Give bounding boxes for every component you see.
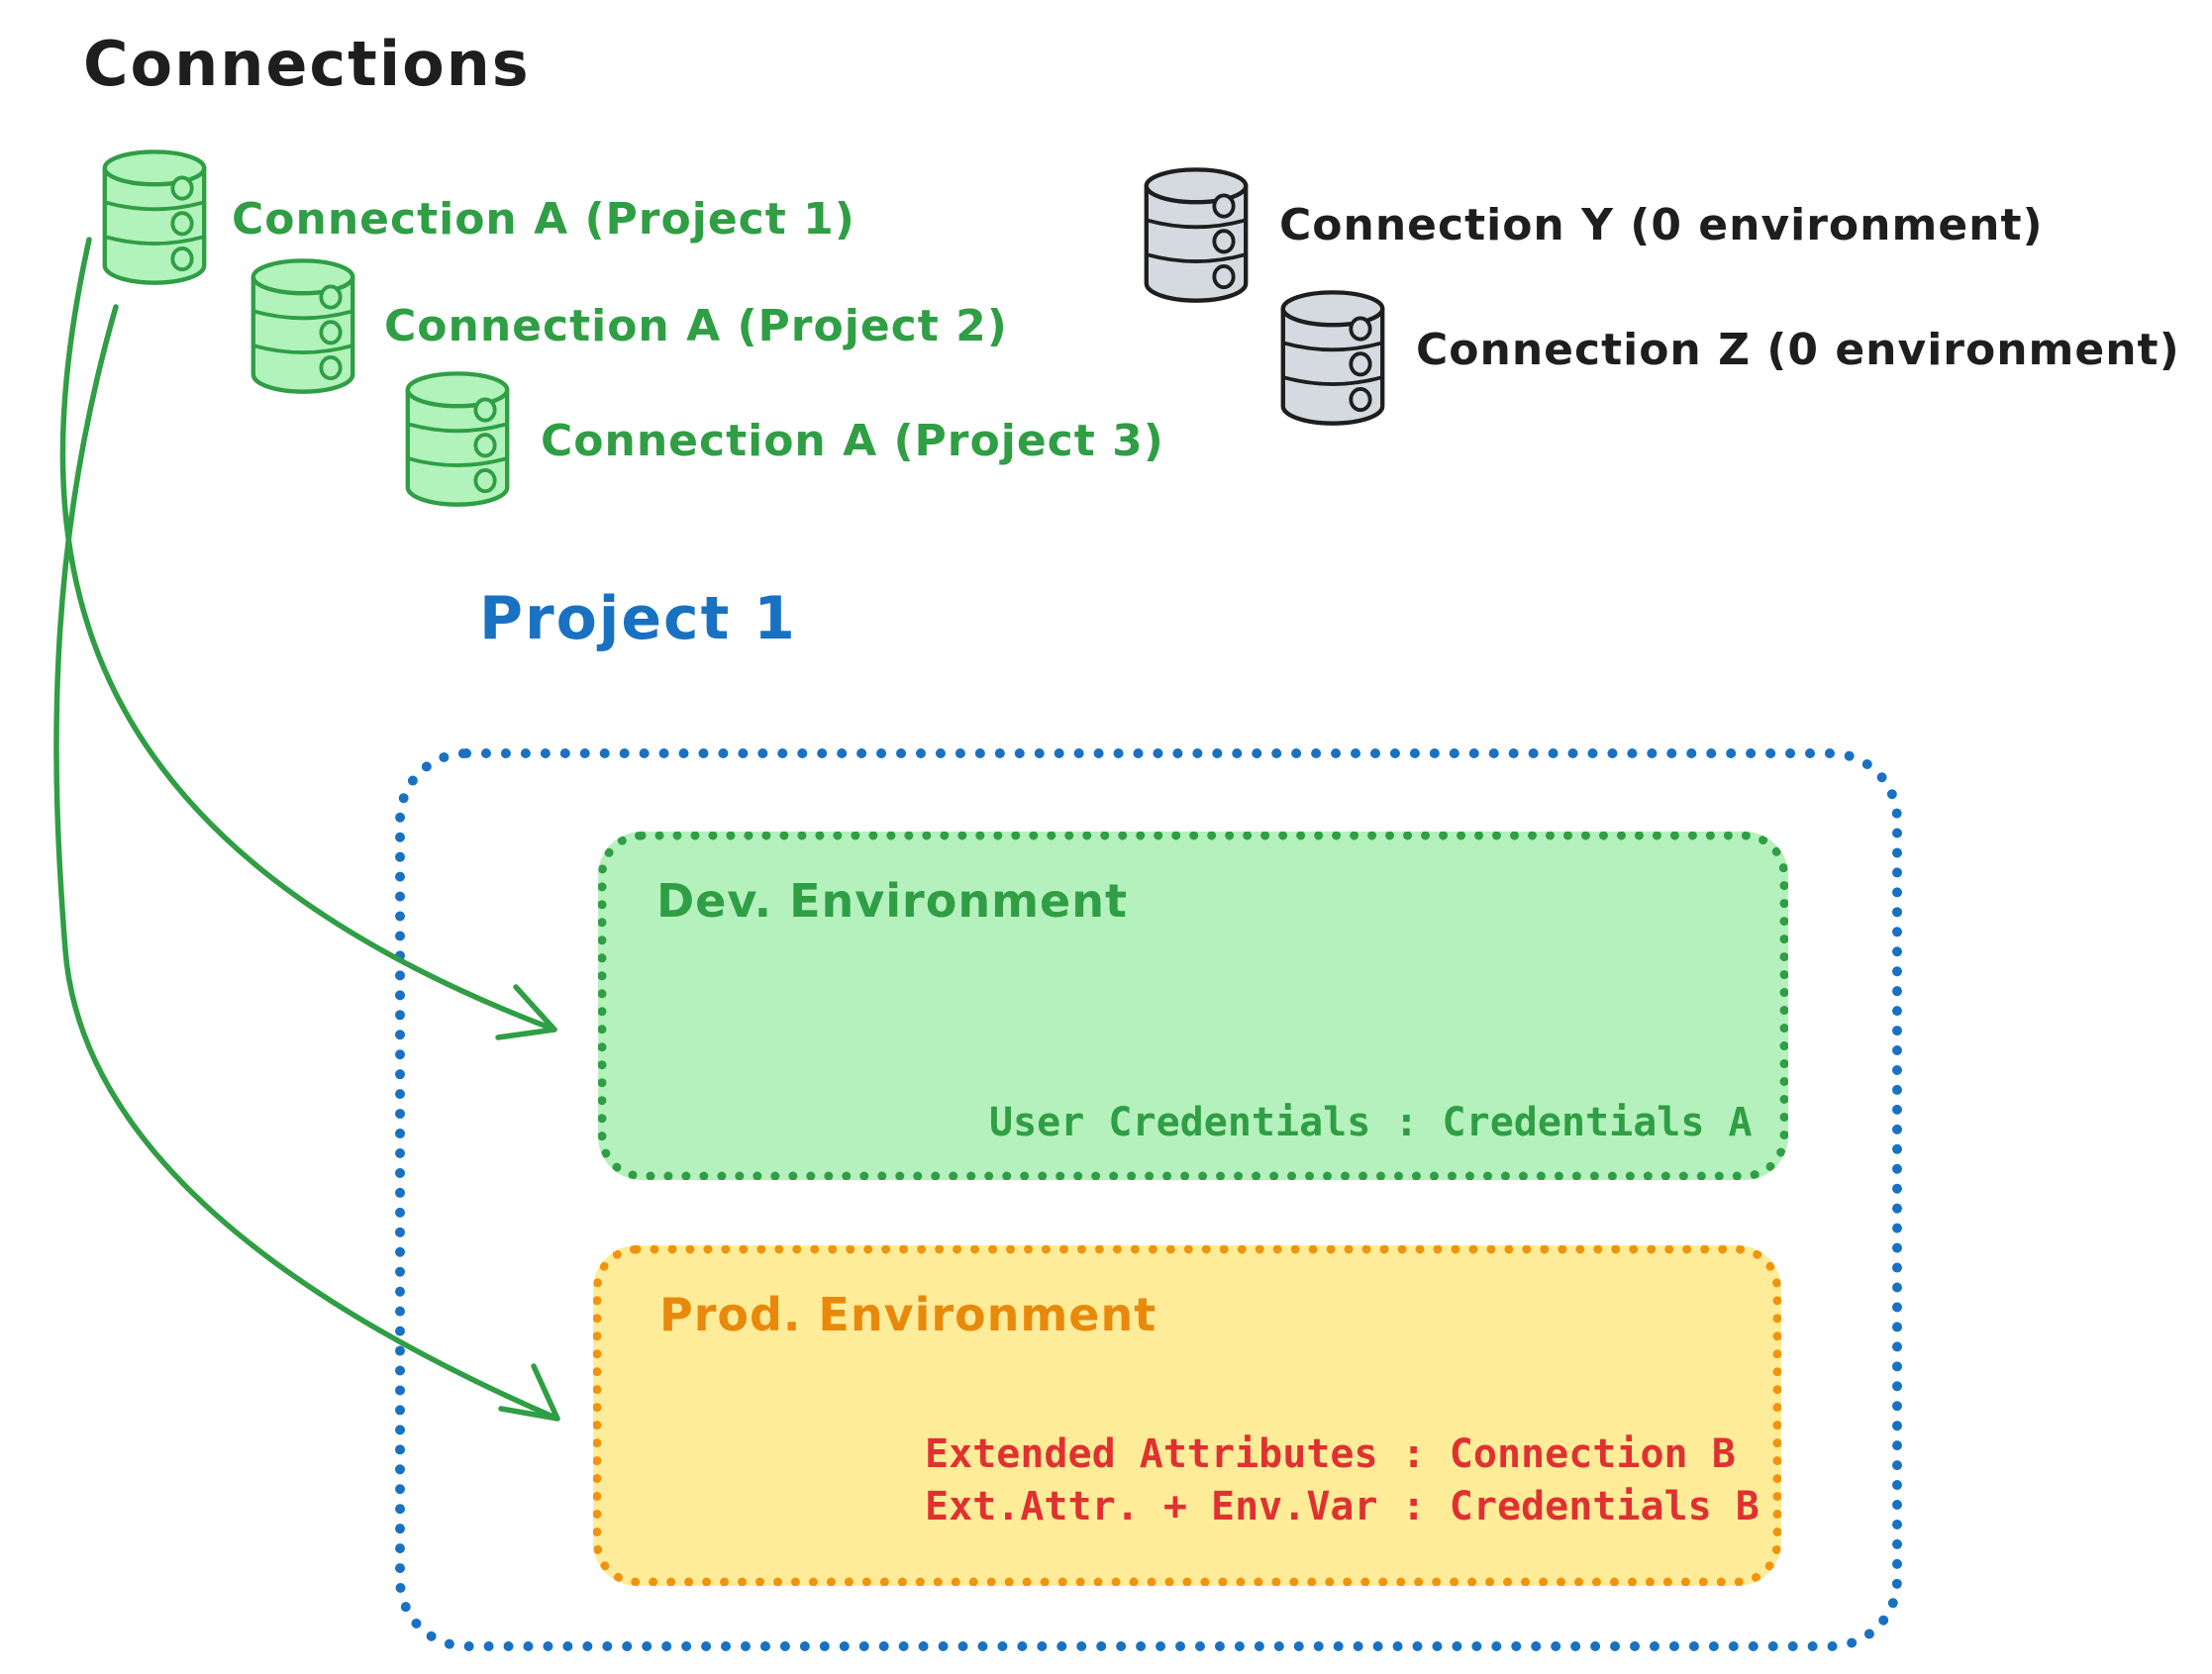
prod-credentials-mapping: Extended Attributes : Connection B Ext.At… bbox=[925, 1428, 1760, 1533]
prod-mapping-line2: Ext.Attr. + Env.Var : Credentials B bbox=[925, 1484, 1760, 1530]
dev-credentials-mapping: User Credentials : Credentials A bbox=[989, 1100, 1753, 1146]
database-icon bbox=[99, 147, 210, 289]
diagram-title: Connections bbox=[83, 28, 531, 100]
database-icon bbox=[1277, 287, 1388, 430]
connection-a-project1-label: Connection A (Project 1) bbox=[232, 194, 855, 245]
connection-y-label: Connection Y (0 environment) bbox=[1279, 200, 2044, 250]
prod-environment-box: Prod. Environment Extended Attributes : … bbox=[593, 1245, 1781, 1586]
connection-a-project2-label: Connection A (Project 2) bbox=[384, 301, 1008, 351]
dev-environment-title: Dev. Environment bbox=[656, 874, 1128, 928]
prod-mapping-line1: Extended Attributes : Connection B bbox=[925, 1431, 1736, 1478]
database-icon bbox=[402, 368, 513, 511]
connection-a-project3-label: Connection A (Project 3) bbox=[541, 416, 1164, 466]
connection-z-label: Connection Z (0 environment) bbox=[1416, 325, 2180, 375]
prod-environment-title: Prod. Environment bbox=[659, 1288, 1157, 1341]
database-icon bbox=[248, 255, 358, 398]
project-title: Project 1 bbox=[479, 584, 797, 653]
dev-environment-box: Dev. Environment User Credentials : Cred… bbox=[598, 832, 1788, 1180]
database-icon bbox=[1141, 164, 1252, 307]
